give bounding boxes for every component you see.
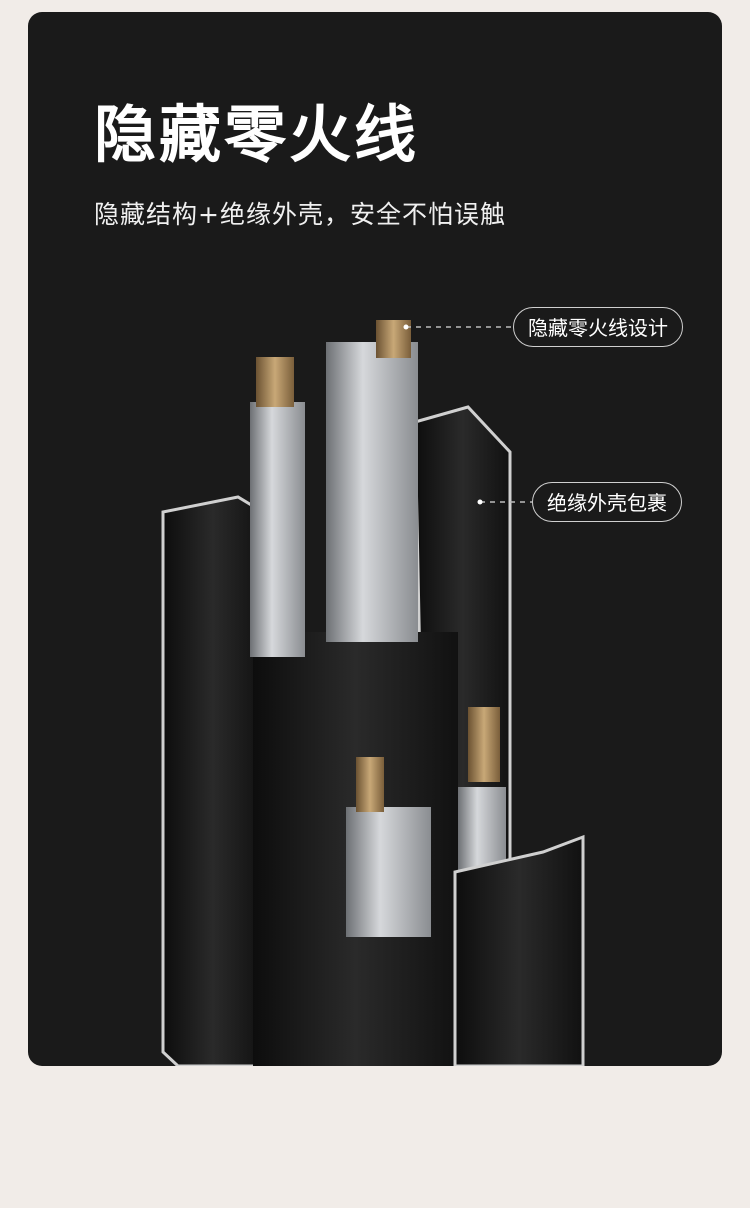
rail-lower-left [346, 807, 431, 937]
page-subtitle: 隐藏结构+绝缘外壳，安全不怕误触 [94, 200, 506, 229]
track-profile-illustration [161, 320, 585, 1066]
callout-dot-2 [477, 499, 483, 505]
callout-hidden-wires: 隐藏零火线设计 [513, 307, 683, 347]
rail-middle [326, 342, 418, 642]
connector-lower-right [468, 707, 500, 782]
rail-left [250, 402, 305, 657]
callout-dot-1 [403, 324, 409, 330]
left-housing [161, 495, 265, 1066]
callout-insulated-shell: 绝缘外壳包裹 [532, 482, 682, 522]
connector-lower-left [356, 757, 384, 812]
page-title: 隐藏零火线 [94, 98, 420, 171]
product-card: 隐藏零火线 隐藏结构+绝缘外壳，安全不怕误触 隐藏零火线设计 绝缘外壳包裹 [28, 12, 722, 1066]
bottom-right-housing [453, 834, 585, 1066]
connector-left [256, 357, 294, 407]
